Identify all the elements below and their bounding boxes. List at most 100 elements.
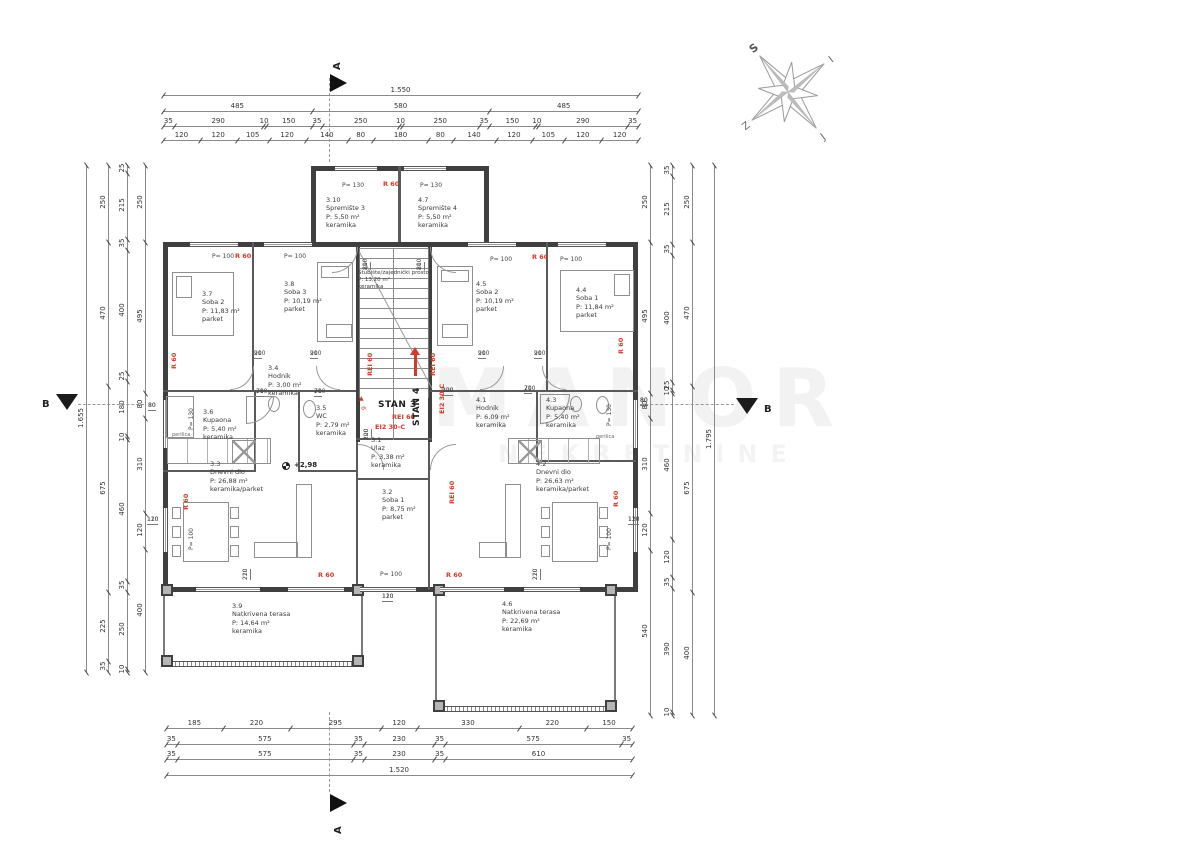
dimension-value: 80 [356, 131, 366, 139]
dimension-value: 35 [166, 735, 176, 743]
dimension-value: 460 [118, 502, 126, 516]
annex-wall-right [484, 166, 489, 242]
dimension-value: 400 [136, 603, 144, 617]
compass-s-label: J [818, 132, 828, 143]
room-label: 3.7 Soba 2 P: 11,83 m² parket [202, 290, 240, 324]
dimension-value: 330 [461, 719, 475, 727]
dimension-value: 230 [392, 750, 406, 758]
sofa [254, 542, 298, 558]
section-marker-b-right-label: B [764, 404, 772, 415]
dimension-line [163, 111, 638, 112]
main-wall-top [163, 242, 638, 247]
dimension-tick [84, 162, 89, 169]
stair-wall-right [428, 242, 432, 442]
dimension-tick [630, 756, 635, 763]
fire-rating-label: R 60 [170, 352, 178, 369]
room-label: 4.6 Natkrivena terasa P: 22,69 m² kerami… [502, 600, 561, 634]
dimension-value: 1.550 [390, 86, 411, 94]
window-sill-label: P= 100 [380, 571, 403, 578]
dimension-value: 35 [312, 117, 322, 125]
fire-rating-label: R 60 [532, 253, 549, 261]
section-marker-a-bottom-icon [330, 794, 347, 812]
dimension-tick [648, 162, 653, 169]
window-sill-label: P= 100 [212, 253, 235, 260]
dimension-value: 35 [628, 117, 638, 125]
room-label: Stubište/zajednički prostor P: 13,20 m² … [358, 270, 432, 291]
dimension-value: 35 [663, 577, 671, 587]
chair [541, 526, 550, 538]
dimension-line [163, 140, 638, 141]
compass-w-label: Z [740, 120, 752, 133]
dimension-value: 35 [435, 750, 445, 758]
room-label: 3.10 Spremište 3 P: 5,50 m² keramika [326, 196, 366, 230]
window [633, 508, 638, 552]
dimension-value: 250 [118, 622, 126, 637]
dimension-value: 140 [467, 131, 481, 139]
chair [230, 526, 239, 538]
room-label: 4.3 Kupaona P: 5,40 m² keramika [546, 396, 580, 430]
desk [326, 324, 352, 338]
partition [428, 442, 430, 590]
dimension-value: 150 [281, 117, 296, 125]
dimension-value: 675 [99, 481, 107, 495]
partition [356, 442, 358, 590]
dimension-value: 575 [258, 735, 272, 743]
dimension-value: 35 [118, 238, 126, 248]
dimension-value: 220 [249, 719, 264, 727]
room-label: 4.1 Hodnik P: 6,09 m² keramika [476, 396, 510, 430]
stair-rail [393, 248, 394, 440]
dimension-line [86, 165, 87, 672]
dimension-value: 575 [258, 750, 272, 758]
dimension-value: 120 [576, 131, 590, 139]
dimension-tick [630, 725, 635, 732]
dimension-value: 290 [576, 117, 590, 125]
fire-rating-label: REI 60 [392, 413, 416, 421]
chair [172, 545, 181, 557]
chair [230, 545, 239, 557]
dimension-value: 35 [663, 165, 671, 175]
window [360, 587, 416, 592]
dimension-value: 250 [683, 195, 691, 209]
dimension-value: 35 [353, 735, 363, 743]
compass-n-label: S [747, 41, 761, 56]
window [558, 242, 606, 247]
compass-rose-icon: S I J Z [740, 41, 836, 144]
bed [560, 270, 634, 332]
window [288, 587, 344, 592]
window [163, 508, 168, 552]
fire-rating-label: R 60 [318, 571, 335, 579]
dimension-line [166, 775, 632, 776]
terrace-edge [361, 592, 363, 666]
dimension-value: 1.520 [388, 766, 410, 774]
sofa [505, 484, 521, 558]
room-label: 3.2 Soba 1 P: 8,75 m² parket [382, 488, 416, 522]
section-line-b-left [78, 404, 144, 405]
corridor-wall-right [430, 390, 638, 392]
terrace-door [196, 587, 260, 592]
dimension-value: 35 [99, 661, 107, 671]
room-label: 4.4 Soba 1 P: 11,84 m² parket [576, 286, 614, 320]
bath-wall [536, 392, 538, 462]
terrace-door [440, 587, 504, 592]
dimension-value: 25 [118, 163, 126, 173]
dimension-value: 485 [556, 102, 571, 110]
dimension-value: 35 [118, 581, 126, 590]
dimension-tick [143, 162, 148, 169]
dimension-value: 150 [505, 117, 520, 125]
dimension-line [672, 165, 673, 715]
dimension-value: 1.795 [705, 428, 713, 450]
dimension-value: 225 [99, 619, 107, 633]
dimension-value: 470 [99, 305, 107, 320]
door-swing [316, 366, 340, 390]
terrace-hatch [435, 706, 616, 712]
room-label: 3.9 Natkrivena terasa P: 14,64 m² kerami… [232, 602, 291, 636]
chair [541, 545, 550, 557]
fire-rating-label: EI2 30-C [375, 423, 406, 431]
chair [599, 507, 608, 519]
apartment-label: STAN 3 [378, 400, 417, 410]
wc-wall [298, 470, 358, 472]
dimension-value: 250 [641, 195, 649, 209]
dimension-value: 10 [532, 117, 542, 125]
room-label: 4.5 Soba 2 P: 10,19 m² parket [476, 280, 514, 314]
